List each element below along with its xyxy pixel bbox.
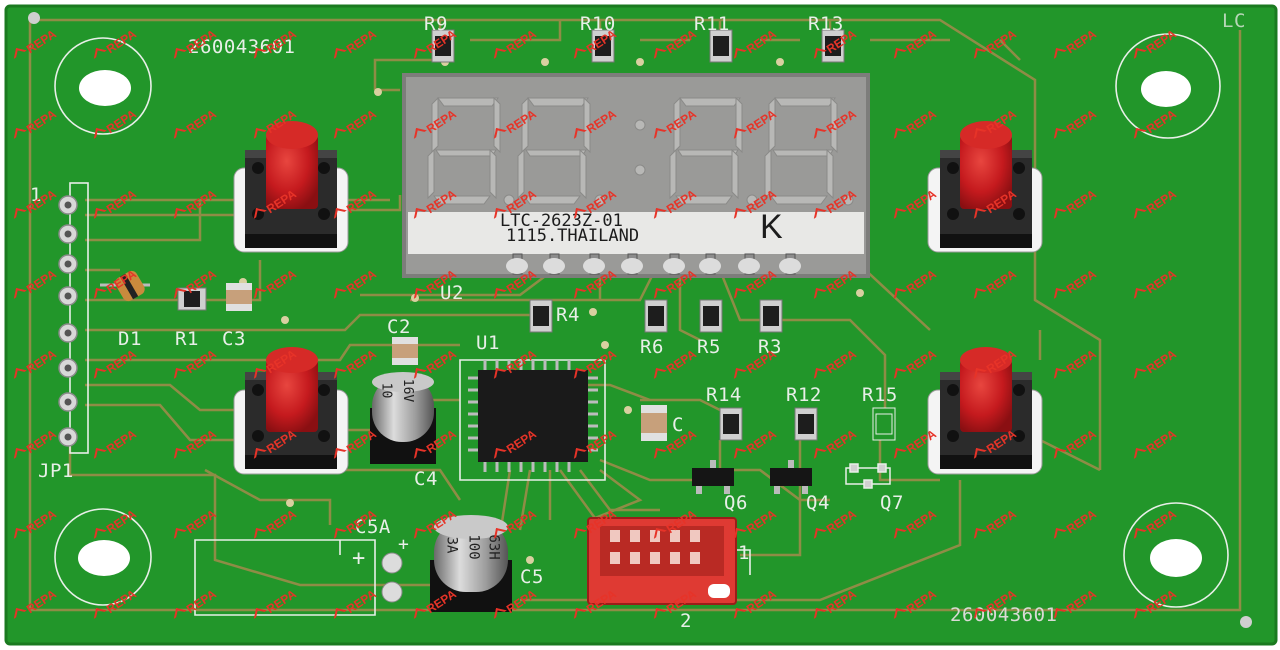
smd-resistors: [177, 29, 896, 441]
label-r-top-1: R9: [424, 13, 448, 35]
ceramic-capacitors: [226, 283, 667, 441]
label-q4: Q4: [806, 492, 830, 514]
label-r-top-4: R13: [808, 13, 844, 35]
seven-segment-display: [402, 73, 870, 278]
label-plus-sign: +: [352, 546, 366, 571]
label-r6: R6: [640, 336, 664, 358]
label-r12: R12: [786, 384, 822, 406]
label-r1: R1: [175, 328, 199, 350]
mounting-holes: [28, 12, 1252, 628]
tact-switch-top-right: [927, 121, 1043, 253]
label-r15: R15: [862, 384, 898, 406]
label-r-top-2: R10: [580, 13, 616, 35]
label-plus-sign-2: +: [398, 534, 410, 555]
c4-marking-2: 16V: [400, 378, 416, 403]
pin-header-jp1: [58, 195, 78, 447]
label-r-top-3: R11: [694, 13, 730, 35]
label-c2: C2: [387, 316, 411, 338]
label-r5: R5: [697, 336, 721, 358]
label-u2: U2: [440, 282, 464, 304]
part-number-top: 260043601: [188, 36, 296, 58]
c5a-pads: [381, 552, 403, 603]
corner-mark: LC: [1222, 10, 1246, 32]
tact-switch-bottom-left: [233, 347, 349, 475]
display-origin-text: 1115.THAILAND: [506, 226, 640, 246]
micro-connector: [587, 517, 737, 605]
c5-marking-2: 100: [465, 534, 482, 560]
part-number-bottom: 260043601: [950, 604, 1058, 626]
label-q7: Q7: [880, 492, 904, 514]
display-model-text: LTC-2623Z-01: [500, 211, 623, 231]
diode-d1: [100, 270, 150, 302]
electrolytic-capacitor-c5: [430, 515, 512, 612]
label-pin1-connector: 1: [738, 542, 750, 564]
label-c3: C3: [222, 328, 246, 350]
label-u1: U1: [476, 332, 500, 354]
c5-marking-1: 3A: [443, 536, 460, 554]
transistors: [692, 460, 891, 494]
microcontroller-u1: [468, 360, 598, 472]
display-logo-letter: K: [760, 208, 783, 246]
label-q6: Q6: [724, 492, 748, 514]
label-c5a: C5A: [355, 516, 391, 538]
tact-switch-bottom-right: [927, 347, 1043, 475]
label-r14: R14: [706, 384, 742, 406]
label-c-mid: C: [672, 414, 684, 436]
label-pin1-header: 1: [30, 184, 42, 206]
label-c4: C4: [414, 468, 438, 490]
tact-switch-top-left: [233, 121, 349, 253]
label-c5: C5: [520, 566, 544, 588]
electrolytic-capacitor-c4: [370, 372, 436, 464]
label-pin2-connector: 2: [680, 610, 692, 632]
label-r4: R4: [556, 304, 580, 326]
c4-marking-1: 10: [378, 382, 394, 399]
label-jp1: JP1: [38, 460, 74, 482]
label-r3: R3: [758, 336, 782, 358]
label-d1: D1: [118, 328, 142, 350]
c5-marking-3: 63H: [485, 534, 502, 560]
